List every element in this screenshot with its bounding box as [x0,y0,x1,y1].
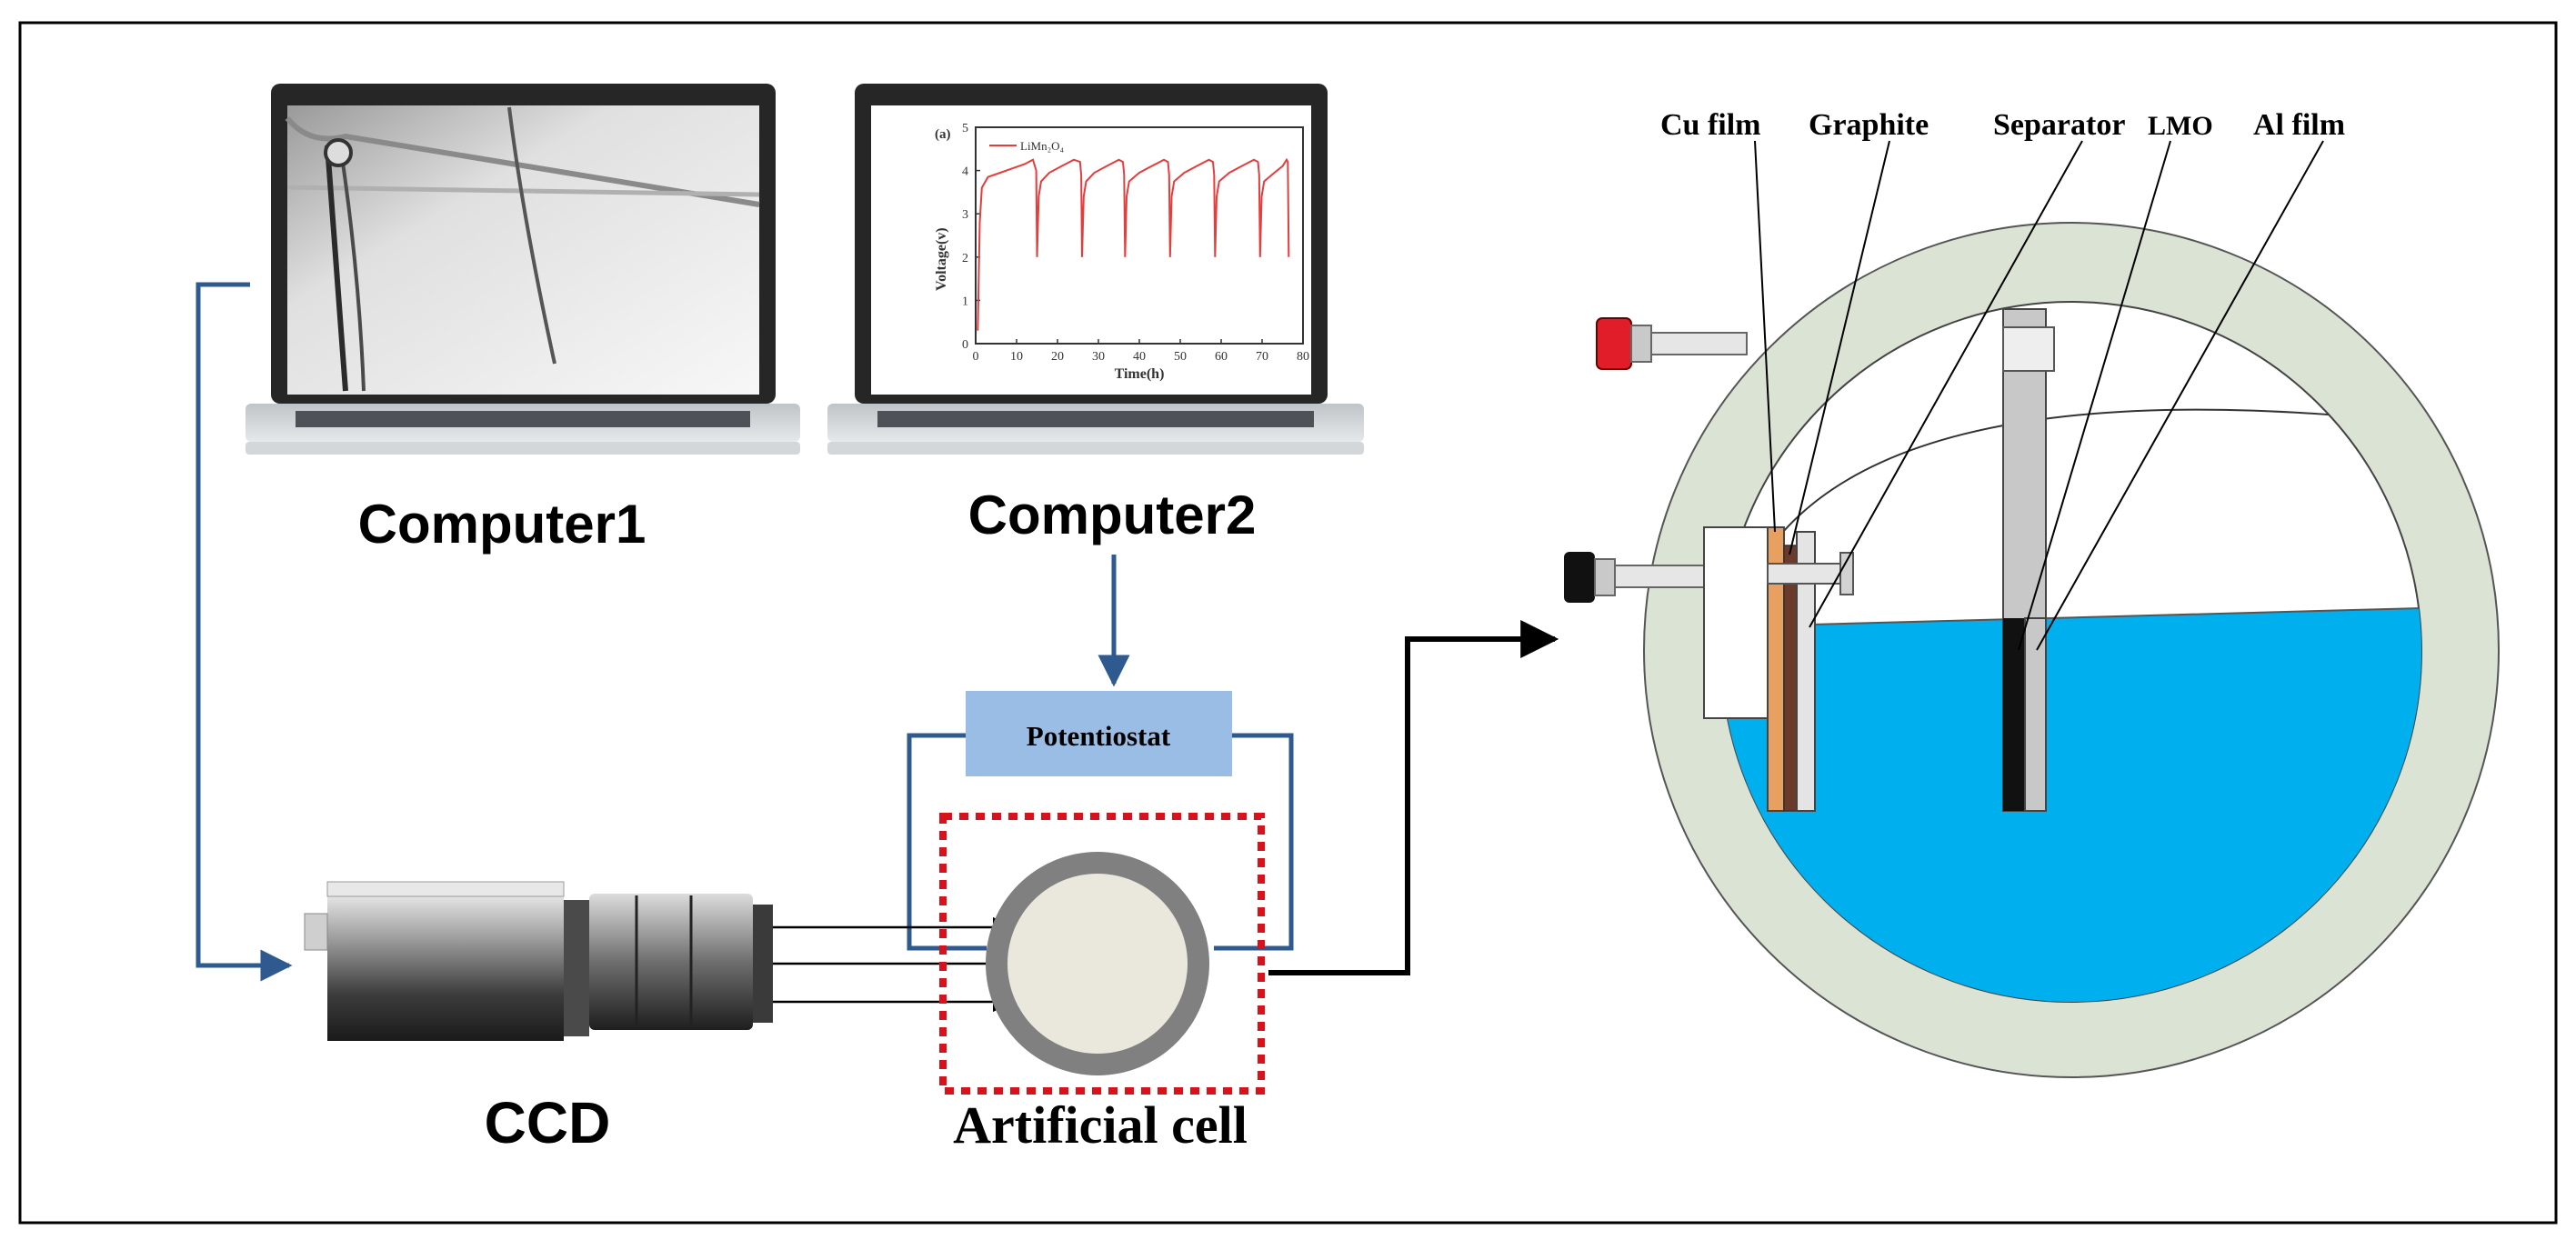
plot-legend-entry: LiMn₂O₄ [1020,139,1065,153]
cell-to-detail-connector [1268,620,1559,975]
lmo-label: LMO [2148,111,2213,141]
plot-x-tick-label: 0 [973,350,979,364]
computer1-screen [287,105,759,395]
plot-x-tick-label: 10 [1010,350,1023,364]
lmo-leader [2018,140,2171,651]
plot-y-tick-label: 2 [962,252,968,265]
plot-x-tick-label: 80 [1297,350,1309,364]
potentiostat-box [966,691,1232,776]
graphite-leader [1789,140,1890,555]
computer2-label: Computer2 [968,485,1257,545]
ccd-camera [304,881,773,1041]
computer1-label: Computer1 [358,494,647,555]
plot-series-line-limn2o4 [977,157,1290,331]
plot-x-tick-label: 70 [1256,350,1268,364]
computer1-to-ccd-connector [195,282,293,982]
ccd-label: CCD [485,1090,611,1155]
artificial-cell-frame [939,813,1265,1095]
lmo-layer [2003,618,2025,811]
separator-label: Separator [1993,108,2125,142]
computer1-laptop [246,84,800,455]
left-holder-block [1703,526,1769,719]
al-film-label: Al film [2253,108,2345,142]
separator-leader [1809,140,2083,628]
artificial-cell-label: Artificial cell [953,1095,1248,1155]
figure-frame [18,21,2558,1225]
potentiostat-right-lead [1214,733,1294,951]
plot-y-tick-label: 3 [962,208,968,222]
separator-layer [1796,531,1816,812]
al-film-layer [2024,617,2047,812]
plot-y-tick-label: 1 [962,295,968,308]
plot-x-tick-label: 30 [1092,350,1105,364]
plot-panel-label: (a) [935,127,951,142]
potentiostat-label: Potentiostat [1027,720,1171,752]
red-screw-head [1596,317,1632,370]
al-film-leader [2036,140,2324,651]
computer2-screen [871,105,1311,395]
plot-y-tick-label: 4 [962,165,968,179]
graphite-layer [1783,545,1798,812]
plot-y-tick-label: 5 [962,122,968,135]
plot-x-tick-label: 60 [1215,350,1228,364]
plot-x-tick-label: 50 [1174,350,1187,364]
detail-electrolyte [1721,607,2421,1002]
plot-y-axis-label: Voltage(v) [934,227,949,291]
cu-film-leader [1754,140,1776,533]
plot-x-tick-label: 40 [1133,350,1146,364]
graphite-label: Graphite [1809,108,1929,142]
potentiostat-left-lead [907,733,987,951]
black-screw-head [1564,552,1595,603]
artificial-cell-interior [1007,874,1188,1054]
plot-y-tick-label: 0 [962,338,968,352]
plot-x-tick-label: 20 [1051,350,1064,364]
plot-x-axis-label: Time(h) [1115,366,1165,382]
cell-detail-view: Cu film Graphite Separator LMO Al film [1564,108,2500,1078]
cu-film-label: Cu film [1660,108,1761,142]
